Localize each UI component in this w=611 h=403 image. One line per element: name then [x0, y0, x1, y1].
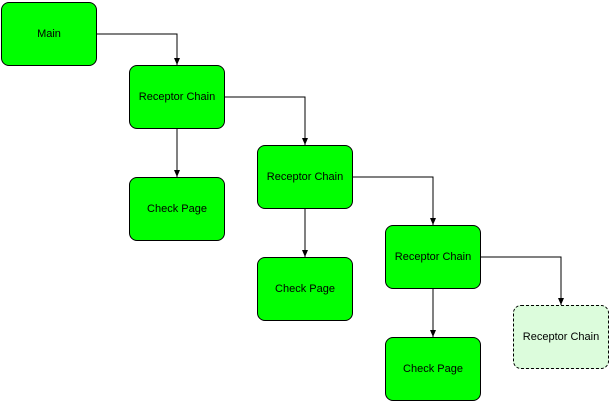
node-check-page-2[interactable]: Check Page: [257, 257, 353, 321]
edge-receptor-chain-1-to-receptor-chain-2: [225, 96, 308, 145]
node-check-page-1[interactable]: Check Page: [129, 177, 225, 241]
edge-receptor-chain-3-to-receptor-chain-4: [481, 256, 564, 305]
node-receptor-chain-4-ghost[interactable]: Receptor Chain: [513, 305, 609, 369]
node-main[interactable]: Main: [1, 2, 97, 66]
node-receptor-chain-1[interactable]: Receptor Chain: [129, 65, 225, 129]
edge-main-to-receptor-chain-1: [97, 33, 180, 65]
node-receptor-chain-2[interactable]: Receptor Chain: [257, 145, 353, 209]
node-receptor-chain-3[interactable]: Receptor Chain: [385, 225, 481, 289]
node-check-page-3[interactable]: Check Page: [385, 337, 481, 401]
edge-receptor-chain-2-to-receptor-chain-3: [353, 176, 436, 225]
